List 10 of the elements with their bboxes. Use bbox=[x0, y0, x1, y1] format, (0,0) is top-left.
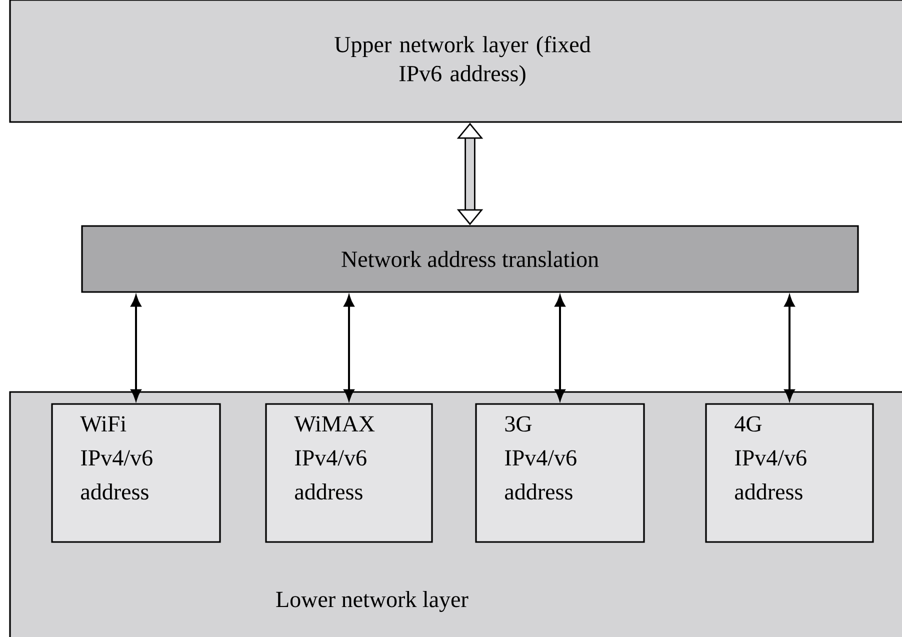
arrow bbox=[344, 295, 354, 401]
network-box: WiMAX IPv4/v6 address bbox=[265, 403, 433, 543]
layer-box: Upper network layer (fixed IPv6 address) bbox=[9, 0, 902, 123]
arrow bbox=[554, 295, 566, 401]
arrow bbox=[130, 295, 142, 401]
network-box: 3G IPv4/v6 address bbox=[475, 403, 645, 543]
arrow bbox=[784, 295, 795, 401]
process-box: Network address translation bbox=[81, 225, 859, 293]
network-box: WiFi IPv4/v6 address bbox=[51, 403, 221, 543]
network-box: 4G IPv4/v6 address bbox=[705, 403, 874, 543]
